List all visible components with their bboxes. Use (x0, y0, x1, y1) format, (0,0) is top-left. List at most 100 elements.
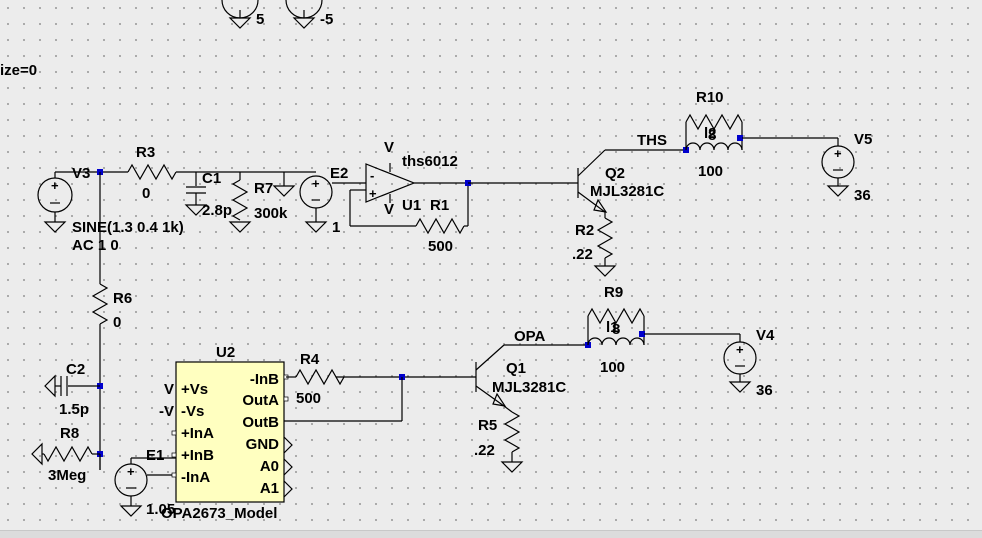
supply-minus-value: -5 (320, 11, 333, 28)
r1-resistor[interactable] (415, 217, 465, 235)
r4-resistor[interactable] (295, 368, 345, 386)
u2-pin-marker (171, 472, 177, 478)
r7-resistor[interactable] (231, 179, 249, 221)
v4-junction (639, 331, 645, 337)
opa-net-label: OPA (514, 328, 546, 345)
e1-label: E1 (146, 447, 164, 464)
q1-model: MJL3281C (492, 379, 566, 396)
e2-source[interactable]: + (284, 171, 366, 233)
q1-transistor[interactable] (475, 344, 588, 413)
r10-value: 8 (708, 127, 716, 144)
u2-pin-left-0: +Vs (181, 381, 208, 398)
r3-resistor[interactable] (127, 163, 177, 181)
v5-label: V5 (854, 131, 872, 148)
u2-pin-left-1: -Vs (181, 403, 204, 420)
u2-pin-right-3: GND (246, 436, 280, 453)
u2-pin-right-0: -InB (250, 371, 279, 388)
u2-pin-right-2: OutB (242, 414, 279, 431)
ths-net-label: THS (637, 132, 667, 149)
v3-source-spec: SINE(1.3 0.4 1k) (72, 219, 184, 236)
supply-source-minus (285, 0, 323, 29)
r3-value: 0 (142, 185, 150, 202)
svg-text:+: + (312, 176, 320, 191)
e1-source[interactable]: + (99, 454, 176, 517)
u2-pin-marker (171, 430, 177, 436)
l1-value: 100 (600, 359, 625, 376)
svg-text:+: + (834, 146, 842, 161)
svg-text:+: + (127, 464, 135, 479)
r6-value: 0 (113, 314, 121, 331)
r5-resistor[interactable] (503, 411, 521, 453)
r9-resistor[interactable] (587, 307, 645, 345)
r2-label: R2 (575, 222, 594, 239)
e2-value: 1 (332, 219, 340, 236)
r7-value: 300k (254, 205, 288, 222)
svg-text:+: + (369, 186, 377, 201)
svg-text:+: + (736, 342, 744, 357)
v4-source[interactable]: + (723, 334, 757, 393)
u2-label: U2 (216, 344, 235, 361)
r4-label: R4 (300, 351, 320, 368)
u2-vplus-net: V (164, 381, 174, 398)
r8-value: 3Meg (48, 467, 86, 484)
u1-vminus-label: V (384, 201, 394, 218)
r3-label: R3 (136, 144, 155, 161)
c1-capacitor[interactable] (184, 172, 208, 216)
q1-label: Q1 (506, 360, 526, 377)
svg-text:+: + (51, 178, 59, 193)
c2-value: 1.5p (59, 401, 89, 418)
l2-inductor[interactable] (685, 142, 743, 151)
l2-value: 100 (698, 163, 723, 180)
r8-resistor[interactable] (31, 442, 100, 466)
c2-capacitor[interactable] (44, 374, 100, 398)
c2-label: C2 (66, 361, 85, 378)
r2-value: .22 (572, 246, 593, 263)
u2-model: OPA2673_Model (161, 505, 277, 522)
u2-vminus-net: -V (159, 403, 174, 420)
u2-pin-right-4: A0 (260, 458, 279, 475)
u2-pin-marker (283, 396, 289, 402)
u1-vplus-label: V (384, 139, 394, 156)
r1-value: 500 (428, 238, 453, 255)
r9-value: 8 (612, 321, 620, 338)
u1-model: ths6012 (402, 153, 458, 170)
r1-label: R1 (430, 197, 449, 214)
e1-value: 1.05 (146, 501, 175, 518)
v3-source[interactable]: + (37, 171, 100, 233)
u1-opamp[interactable]: - + (349, 163, 468, 227)
q2-label: Q2 (605, 165, 625, 182)
r6-label: R6 (113, 290, 132, 307)
l1-inductor[interactable] (587, 337, 645, 346)
u2-block[interactable]: U2 +Vs -Vs +InA +InB -InA -InB OutA OutB… (171, 344, 293, 503)
l1-label: l1 (606, 319, 619, 336)
directive-fragment: ize=0 (0, 62, 37, 79)
v5-source[interactable]: + (821, 138, 855, 197)
v3-label: V3 (72, 165, 90, 182)
v5-value: 36 (854, 187, 871, 204)
u2-pin-right-1: OutA (242, 392, 279, 409)
c1-label: C1 (202, 170, 221, 187)
svg-text:-: - (370, 168, 374, 183)
supply-plus-value: 5 (256, 11, 264, 28)
e2-label: E2 (330, 165, 348, 182)
v4-value: 36 (756, 382, 773, 399)
r8-label: R8 (60, 425, 79, 442)
q2-transistor[interactable] (577, 149, 686, 218)
u2-pin-right-5: A1 (260, 480, 279, 497)
l2-label: l2 (704, 125, 717, 142)
u1-label: U1 (402, 197, 421, 214)
v5-junction (737, 135, 743, 141)
v3-ac-spec: AC 1 0 (72, 237, 119, 254)
r5-label: R5 (478, 417, 497, 434)
r10-label: R10 (696, 89, 724, 106)
r2-resistor[interactable] (596, 217, 614, 259)
r4-value: 500 (296, 390, 321, 407)
u2-pin-left-4: -InA (181, 469, 210, 486)
r7-label: R7 (254, 180, 273, 197)
u2-pin-marker (171, 452, 177, 458)
horizontal-scrollbar[interactable] (0, 530, 982, 538)
u2-pin-left-2: +InA (181, 425, 214, 442)
c1-value: 2.8p (202, 202, 232, 219)
r6-resistor[interactable] (91, 283, 109, 325)
